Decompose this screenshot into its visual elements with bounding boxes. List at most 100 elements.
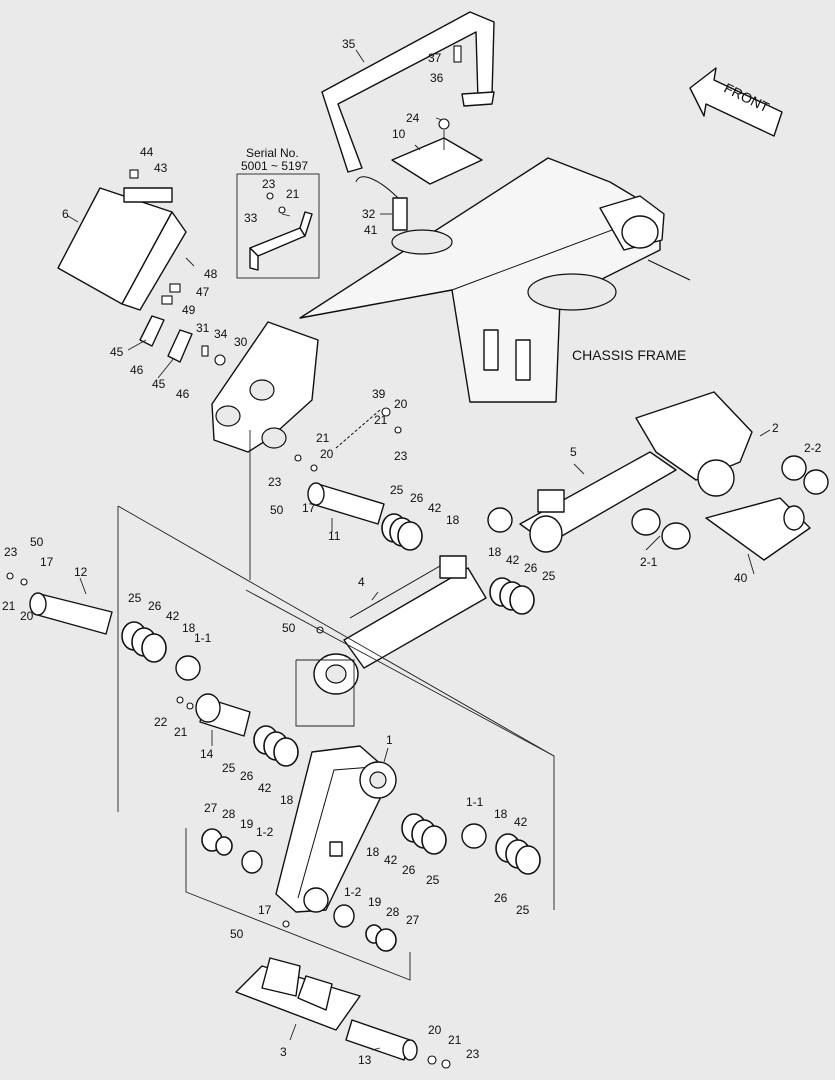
callout-20-b: 20 — [320, 447, 334, 461]
callout-21-f: 21 — [448, 1033, 462, 1047]
base-plate — [235, 957, 361, 1031]
callouts: 35 37 36 24 10 44 43 6 23 21 33 32 41 48… — [2, 37, 822, 1067]
callout-23-serial: 23 — [262, 177, 276, 191]
callout-26-a: 26 — [410, 491, 424, 505]
callout-45-b: 45 — [152, 377, 166, 391]
leader-lines — [67, 49, 771, 1051]
callout-14: 14 — [200, 747, 214, 761]
washers-right-lower — [333, 904, 397, 952]
shim-stack-left — [121, 621, 201, 681]
bushings-2-1 — [631, 508, 691, 550]
support-2 — [635, 391, 811, 561]
callout-31: 31 — [196, 321, 210, 335]
small-brackets — [139, 315, 193, 363]
callout-23-e: 23 — [466, 1047, 480, 1061]
callout-19-a: 19 — [240, 817, 254, 831]
callout-41: 41 — [364, 223, 378, 237]
callout-2: 2 — [772, 421, 779, 435]
callout-21-e: 21 — [174, 725, 188, 739]
callout-35: 35 — [342, 37, 356, 51]
shim-stack-upper — [381, 513, 423, 551]
callout-2-2: 2-2 — [804, 441, 822, 455]
callout-39: 39 — [372, 387, 386, 401]
callout-42-c: 42 — [506, 553, 520, 567]
pin-11 — [307, 482, 385, 525]
callout-19-b: 19 — [368, 895, 382, 909]
callout-18-a: 18 — [446, 513, 460, 527]
washers-left-lower — [201, 828, 263, 874]
callout-21-c: 21 — [316, 431, 330, 445]
callout-3: 3 — [280, 1045, 287, 1059]
callout-46-b: 46 — [176, 387, 190, 401]
callout-18-f: 18 — [494, 807, 508, 821]
callout-17-c: 17 — [258, 903, 272, 917]
pin-14 — [195, 693, 251, 737]
callout-25-c: 25 — [542, 569, 556, 583]
shim-stack-right — [489, 577, 535, 615]
callout-26-b: 26 — [148, 599, 162, 613]
callout-25-d: 25 — [222, 761, 236, 775]
callout-11: 11 — [328, 529, 341, 543]
callout-26-f: 26 — [494, 891, 508, 905]
bushings-2-2 — [781, 455, 829, 495]
callout-4: 4 — [358, 575, 365, 589]
callout-42-a: 42 — [428, 501, 442, 515]
callout-34: 34 — [214, 327, 228, 341]
callout-25-e: 25 — [426, 873, 440, 887]
callout-5: 5 — [570, 445, 577, 459]
pin — [355, 176, 408, 231]
callout-30: 30 — [234, 335, 248, 349]
serial-title: Serial No. — [246, 146, 299, 160]
callout-10: 10 — [392, 127, 406, 141]
callout-50-d: 50 — [230, 927, 244, 941]
handle-bar — [321, 11, 495, 173]
callout-42-f: 42 — [514, 815, 528, 829]
callout-48: 48 — [204, 267, 218, 281]
callout-40: 40 — [734, 571, 748, 585]
callout-12: 12 — [74, 565, 88, 579]
callout-46-a: 46 — [130, 363, 144, 377]
callout-1-1-a: 1-1 — [194, 631, 212, 645]
shim-stack-lower — [401, 813, 487, 855]
callout-25-a: 25 — [390, 483, 404, 497]
callout-49: 49 — [182, 303, 196, 317]
callout-27-b: 27 — [406, 913, 420, 927]
callout-42-e: 42 — [384, 853, 398, 867]
callout-27-a: 27 — [204, 801, 218, 815]
callout-18-c: 18 — [488, 545, 502, 559]
callout-20-c: 20 — [20, 609, 34, 623]
shim-stack-lower-right — [495, 833, 541, 875]
callout-25-b: 25 — [128, 591, 142, 605]
assembly-frames — [117, 430, 555, 981]
callout-23-d: 23 — [4, 545, 18, 559]
frame-bracket — [211, 321, 319, 453]
callout-20-d: 20 — [428, 1023, 442, 1037]
shim-stack-mid — [253, 725, 299, 767]
callout-37: 37 — [428, 51, 442, 65]
small-bolts — [6, 169, 324, 928]
cylinder-4 — [313, 555, 487, 695]
callout-26-e: 26 — [402, 863, 416, 877]
pin-13 — [345, 1019, 451, 1069]
callout-50-c: 50 — [282, 621, 296, 635]
callout-17-b: 17 — [40, 555, 54, 569]
callout-22: 22 — [154, 715, 168, 729]
callout-1-2-a: 1-2 — [256, 825, 274, 839]
callout-50-a: 50 — [270, 503, 284, 517]
callout-45-a: 45 — [110, 345, 124, 359]
callout-18-d: 18 — [280, 793, 294, 807]
callout-1: 1 — [386, 733, 393, 747]
callout-32: 32 — [362, 207, 376, 221]
callout-25-f: 25 — [516, 903, 530, 917]
cover-plate — [391, 118, 483, 185]
callout-26-d: 26 — [240, 769, 254, 783]
serial-detail-box: Serial No. 5001 ~ 5197 — [236, 146, 320, 279]
callout-42-d: 42 — [258, 781, 272, 795]
callout-43: 43 — [154, 161, 168, 175]
chassis-frame-label: CHASSIS FRAME — [572, 347, 686, 363]
callout-23-c: 23 — [268, 475, 282, 489]
callout-21-b: 21 — [374, 413, 388, 427]
callout-26-c: 26 — [524, 561, 538, 575]
callout-1-2-b: 1-2 — [344, 885, 362, 899]
callout-21-d: 21 — [2, 599, 16, 613]
